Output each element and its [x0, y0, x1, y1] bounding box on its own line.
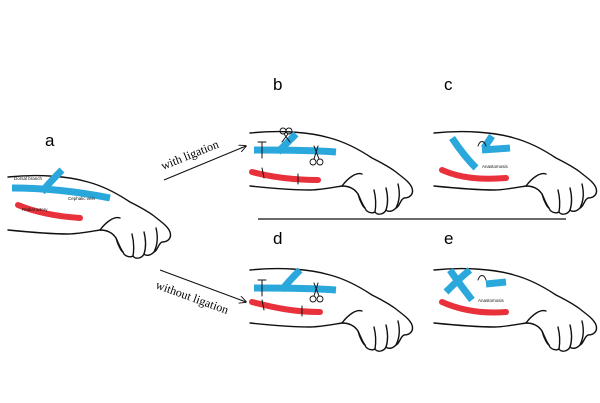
panel-c: c Anastomosis	[433, 75, 598, 215]
panel-letter-e: e	[444, 229, 453, 248]
label-dorsal-branch: Dorsal branch	[14, 176, 43, 181]
label-anastomosis: Anastomosis	[482, 164, 509, 169]
arrow-without-ligation: without ligation	[154, 269, 246, 317]
suture-icon	[477, 275, 487, 281]
label-anastomosis: Anastomosis	[478, 298, 505, 303]
radial-artery	[249, 299, 323, 315]
cephalic-vein	[253, 146, 337, 156]
arrow-label-with-ligation: with ligation	[159, 137, 221, 173]
suture-icon	[477, 141, 487, 147]
radial-artery	[249, 169, 321, 183]
hand-outline	[249, 130, 414, 215]
scissors-icon	[309, 282, 324, 303]
dorsal-branch-vein	[443, 267, 473, 295]
cephalic-vein-rerouted	[447, 268, 475, 303]
dorsal-branch-stump	[481, 134, 495, 150]
panel-letter-d: d	[273, 229, 282, 248]
ligature-tie	[261, 167, 265, 179]
panel-letter-b: b	[273, 75, 282, 94]
panel-letter-a: a	[45, 131, 55, 150]
cephalic-vein	[253, 284, 337, 294]
scissors-icon	[309, 145, 324, 166]
dorsal-branch-vein	[279, 267, 303, 293]
arrow-label-without-ligation: without ligation	[154, 278, 231, 317]
label-cephalic-vein: Cephalic vein	[68, 196, 96, 201]
panel-b: b	[249, 75, 414, 215]
ligature-tie	[257, 141, 267, 159]
radial-artery	[439, 299, 509, 316]
radial-artery	[439, 167, 509, 182]
arrow-with-ligation: with ligation	[159, 137, 246, 181]
cephalic-vein	[11, 184, 111, 202]
ligature-tie	[261, 299, 265, 311]
cephalic-vein-stump	[485, 278, 507, 288]
scissors-icon	[279, 127, 293, 143]
label-radial-artery: Radial artery	[22, 207, 48, 212]
cephalic-vein-rerouted	[449, 136, 479, 171]
panel-e: e Anastomosis	[433, 229, 598, 352]
panel-a: a Dorsal branch Cephalic vein Radial art…	[7, 131, 172, 259]
ligature-tie	[257, 279, 267, 297]
panel-d: d	[249, 229, 414, 352]
panel-letter-c: c	[444, 75, 453, 94]
dorsal-branch-vein	[39, 167, 65, 195]
radial-artery	[15, 202, 83, 221]
dorsal-branch-vein	[275, 131, 299, 155]
